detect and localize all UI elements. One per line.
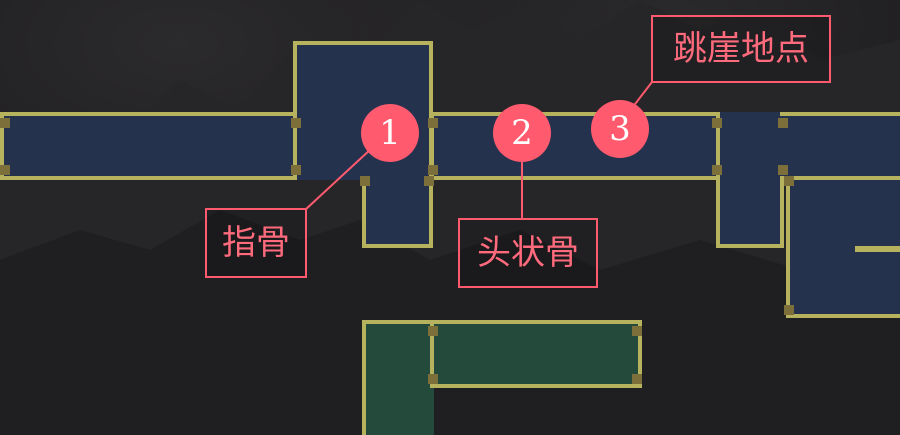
door-notch [0,118,10,128]
door-notch [428,374,438,384]
room-divider-line [855,246,900,252]
door-notch [424,176,434,186]
room-corridor-middle [430,112,720,180]
room-green-corridor [430,320,642,388]
door-notch [778,165,788,175]
marker-3[interactable]: 3 [591,100,649,158]
door-notch [291,165,301,175]
door-notch [712,118,722,128]
door-notch [784,176,794,186]
door-notch [291,118,301,128]
label-cliff-jump-location: 跳崖地点 [651,15,831,83]
door-notch [778,118,788,128]
room-green-shaft [362,320,434,435]
label-capitate: 头状骨 [458,218,598,288]
door-notch [0,165,10,175]
door-notch [632,326,642,336]
door-notch [428,118,438,128]
label-phalanx: 指骨 [205,208,307,278]
room-corridor-left [0,112,300,180]
marker-1[interactable]: 1 [361,104,419,162]
door-notch [428,165,438,175]
door-notch [784,305,794,315]
room-drop [716,112,784,248]
door-notch [428,326,438,336]
door-notch [712,165,722,175]
door-notch [632,374,642,384]
marker-2[interactable]: 2 [493,104,551,162]
room-shaft [362,176,433,248]
door-notch [360,176,370,186]
room-tower [293,41,433,180]
room-corridor-right [780,112,900,180]
